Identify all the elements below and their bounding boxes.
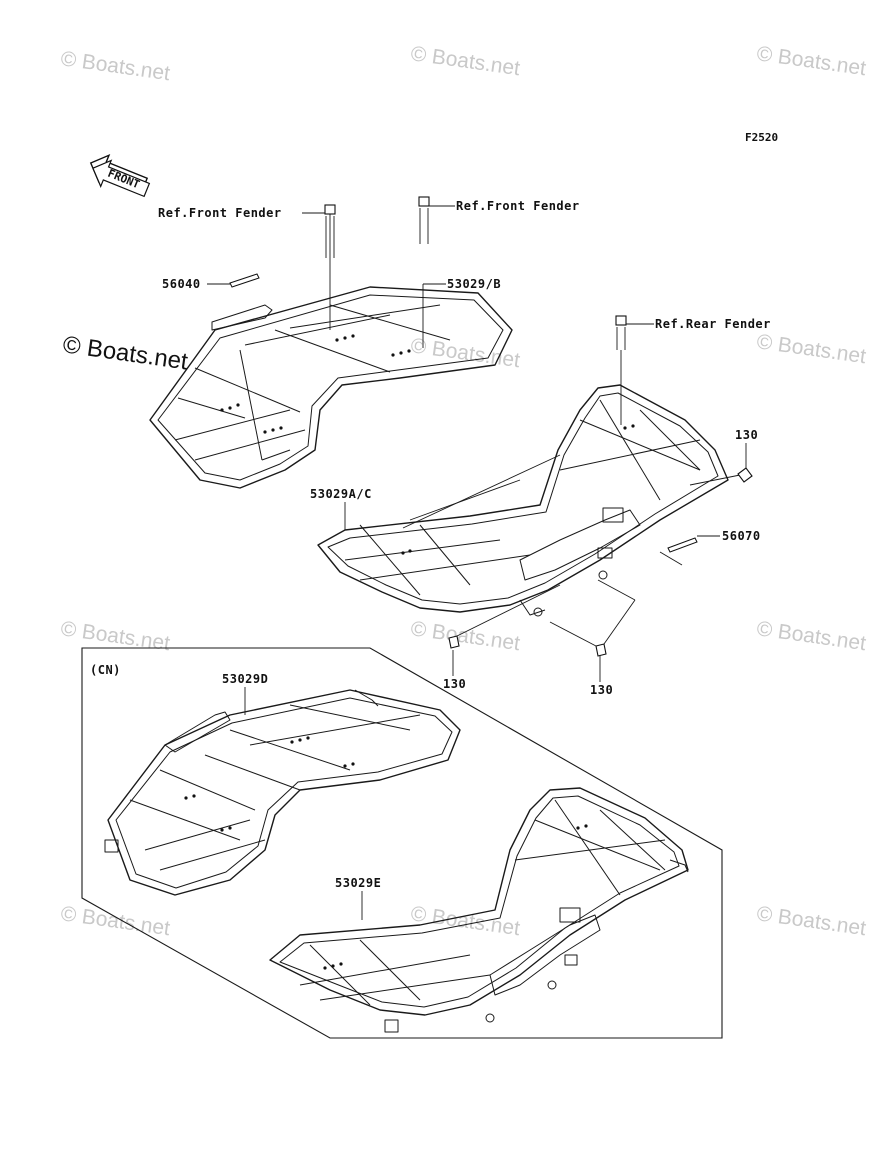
watermark: © Boats.net <box>59 47 171 85</box>
cn-variant-box: (CN) <box>81 647 723 1039</box>
bolt-icon <box>595 643 607 657</box>
cn-tag: (CN) <box>90 663 121 677</box>
label-part-130-right: 130 <box>735 428 758 442</box>
watermarks: © Boats.net © Boats.net © Boats.net © Bo… <box>59 42 867 940</box>
watermark: © Boats.net <box>755 902 867 940</box>
front-carrier-53029b <box>149 286 513 489</box>
label-part-53029d: 53029D <box>222 672 268 686</box>
bolt-icon <box>737 467 753 483</box>
label-ref-front-fender-left: Ref.Front Fender <box>158 206 282 220</box>
label-part-53029e: 53029E <box>335 876 381 890</box>
bolt-icon <box>448 635 460 649</box>
mount-holes <box>220 334 411 434</box>
front-direction-arrow-icon: FRONT <box>89 153 151 198</box>
front-carrier-53029d <box>104 689 461 896</box>
label-sticker-icon <box>667 537 698 553</box>
label-part-53029b: 53029/B <box>447 277 501 291</box>
watermark: © Boats.net <box>59 617 171 655</box>
bolt-icon <box>324 204 336 262</box>
rear-carrier-53029ac <box>317 350 741 617</box>
watermark: © Boats.net <box>409 42 521 80</box>
bolt-icon <box>615 315 627 350</box>
label-ref-rear-fender: Ref.Rear Fender <box>655 317 771 331</box>
bolt-icon <box>418 196 430 244</box>
watermark-prominent: © Boats.net <box>61 331 190 375</box>
label-part-56040: 56040 <box>162 277 201 291</box>
watermark: © Boats.net <box>59 902 171 940</box>
label-ref-front-fender-right: Ref.Front Fender <box>456 199 580 213</box>
rear-carrier-53029e <box>269 787 689 1033</box>
watermark: © Boats.net <box>755 42 867 80</box>
watermark: © Boats.net <box>409 617 521 655</box>
diagram-code: F2520 <box>745 131 778 144</box>
watermark: © Boats.net <box>755 617 867 655</box>
label-part-130-left: 130 <box>443 677 466 691</box>
label-sticker-icon <box>229 273 260 288</box>
watermark: © Boats.net <box>755 330 867 368</box>
label-part-56070: 56070 <box>722 529 761 543</box>
watermark: © Boats.net <box>409 902 521 940</box>
label-part-53029ac: 53029A/C <box>310 487 372 501</box>
label-part-130-bottom: 130 <box>590 683 613 697</box>
